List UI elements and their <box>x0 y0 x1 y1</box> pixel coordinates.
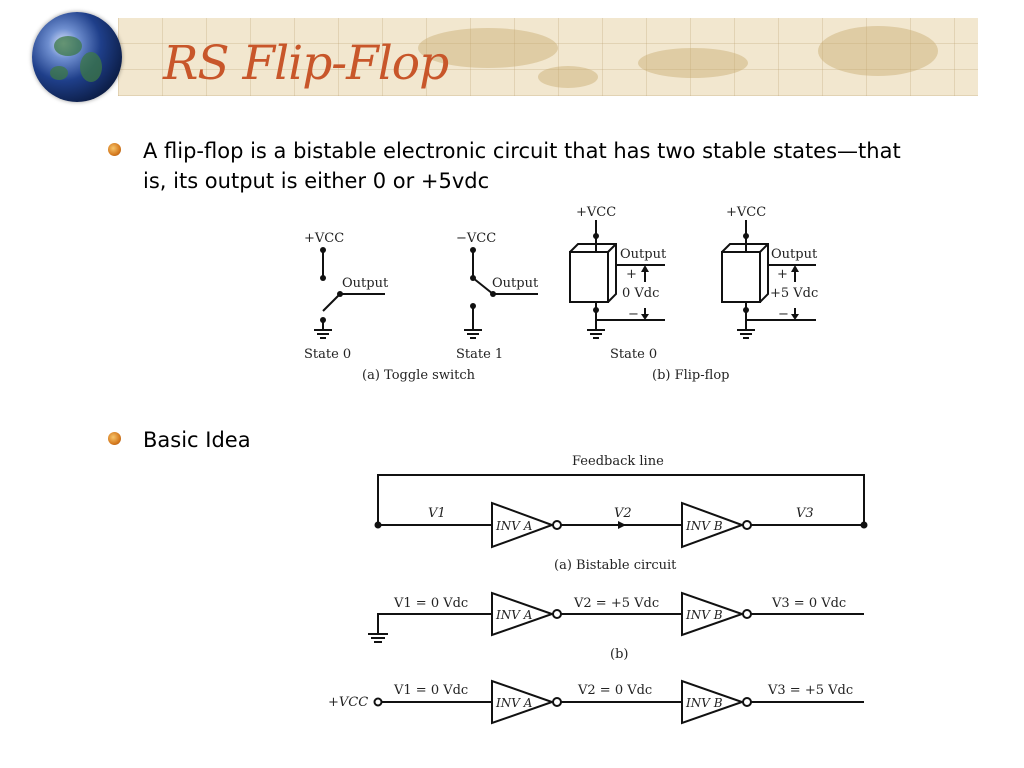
toggle-switch-flip-flop-figure: +VCC Output State 0 −VCC Output State 1 … <box>304 205 818 383</box>
bullet-text: Basic Idea <box>143 428 251 452</box>
state-label: State 0 <box>304 347 351 362</box>
plus-sign: + <box>626 267 637 282</box>
vcc-label: +VCC <box>304 231 344 246</box>
bullet-line: is, its output is either 0 or +5vdc <box>143 169 490 193</box>
bullet-line: A flip-flop is a bistable electronic cir… <box>143 139 901 163</box>
state-label: State 1 <box>456 347 503 362</box>
inverter-a-label: INV A <box>495 696 533 710</box>
minus-sign: − <box>778 307 789 322</box>
v3-value: V3 = 0 Vdc <box>771 596 846 611</box>
bullet-icon <box>108 143 121 156</box>
figure-caption: (a) Bistable circuit <box>554 558 677 573</box>
voltage-label: +5 Vdc <box>770 286 818 301</box>
slide-title: RS Flip-Flop <box>163 36 449 91</box>
vcc-label: −VCC <box>456 231 496 246</box>
output-label: Output <box>620 247 667 262</box>
inverter-a-label: INV A <box>495 519 533 533</box>
inverter-b-label: INV B <box>685 608 723 622</box>
v1-value: V1 = 0 Vdc <box>393 596 468 611</box>
inverter-b-label: INV B <box>685 519 723 533</box>
state-label: State 0 <box>610 347 657 362</box>
voltage-label: 0 Vdc <box>622 286 659 301</box>
output-label: Output <box>492 276 539 291</box>
v3-value: V3 = +5 Vdc <box>767 683 853 698</box>
bullet-text: A flip-flop is a bistable electronic cir… <box>143 136 901 196</box>
figure-caption: (b) <box>610 647 628 662</box>
inverter-b-label: INV B <box>685 696 723 710</box>
v2-value: V2 = +5 Vdc <box>573 596 659 611</box>
feedback-line-label: Feedback line <box>572 454 664 469</box>
inverter-a-label: INV A <box>495 608 533 622</box>
figure-caption: (a) Toggle switch <box>362 368 476 383</box>
v2-value: V2 = 0 Vdc <box>577 683 652 698</box>
minus-sign: − <box>628 307 639 322</box>
bullet-icon <box>108 432 121 445</box>
title-banner <box>118 18 978 96</box>
bistable-circuit-figure: Feedback line V1 INV A V2 INV B V3 (a) B… <box>328 454 868 725</box>
plus-sign: + <box>777 267 788 282</box>
globe-icon <box>32 12 122 102</box>
v2-label: V2 <box>614 506 632 521</box>
vcc-label: +VCC <box>576 205 616 220</box>
output-label: Output <box>342 276 389 291</box>
output-label: Output <box>771 247 818 262</box>
v1-label: V1 <box>428 506 446 521</box>
figure-caption: (b) Flip-flop <box>652 368 729 383</box>
vcc-label: +VCC <box>726 205 766 220</box>
vcc-label: +VCC <box>328 695 368 710</box>
v1-value: V1 = 0 Vdc <box>393 683 468 698</box>
v3-label: V3 <box>796 506 814 521</box>
